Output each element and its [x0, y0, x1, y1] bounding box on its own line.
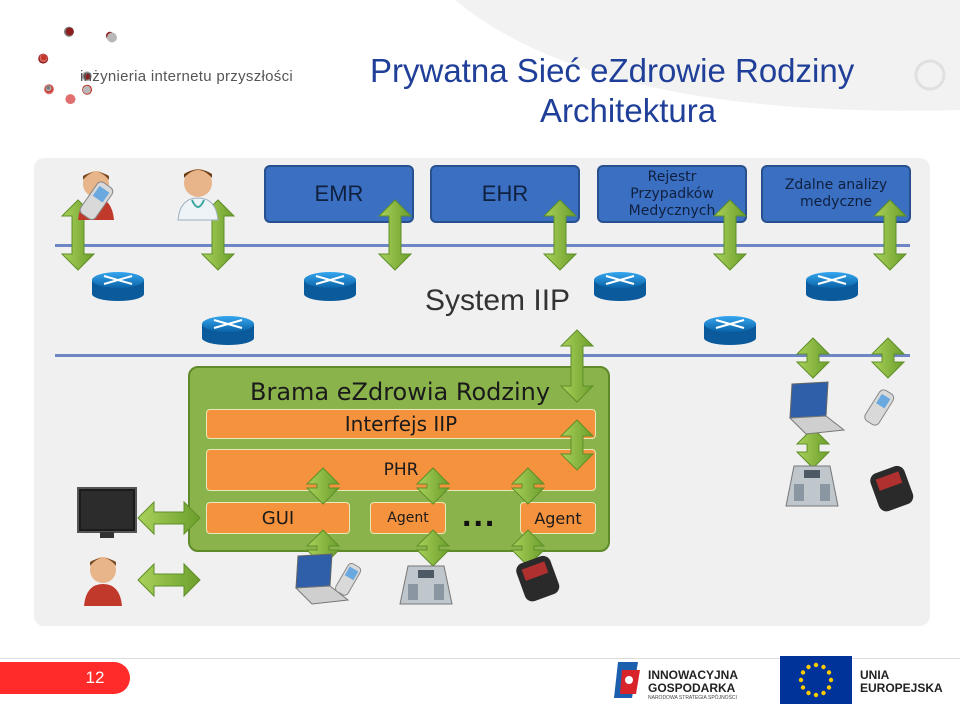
connection-arrow [795, 337, 831, 379]
user-icon [84, 557, 122, 606]
vertical-arrows [60, 199, 908, 567]
mobile-phone-icon [79, 181, 114, 220]
connection-arrow [712, 199, 748, 271]
connection-arrow [510, 467, 546, 505]
horizontal-arrows [137, 500, 201, 598]
laptop-icon-right [788, 381, 846, 435]
router-icon [594, 272, 646, 301]
router-icon [304, 272, 356, 301]
iip-interface-bar: Interfejs IIP [206, 409, 596, 439]
connection-arrow [795, 427, 831, 469]
tv-icon [77, 487, 137, 538]
gui-label: GUI [261, 507, 295, 529]
registry-label-2: Przypadków [630, 185, 714, 202]
innov-line-1: INNOWACYJNA [648, 668, 739, 682]
registry-label-3: Medycznych [628, 202, 716, 219]
innov-line-2: GOSPODARKA [648, 681, 736, 695]
connection-arrow [137, 562, 201, 598]
page-title: Prywatna Sieć eZdrowie Rodziny [370, 52, 855, 89]
connection-arrow [415, 529, 451, 567]
eu-line-1: UNIA [860, 668, 890, 682]
pulse-oximeter-icon [516, 555, 560, 602]
laptop-icon [294, 553, 350, 605]
registry-label-1: Rejestr [647, 168, 697, 185]
mobile-phone-icon-right [864, 389, 895, 426]
innov-line-3: NARODOWA STRATEGIA SPÓJNOŚCI [648, 695, 737, 701]
agent-label-2: Agent [534, 508, 582, 528]
footer-divider [0, 658, 960, 659]
agent-bar-1: Agent [370, 502, 446, 534]
connection-arrow [870, 337, 906, 379]
analytics-label-1: Zdalne analizy [784, 177, 888, 193]
router-icon [704, 316, 756, 345]
body-scale-icon-right [785, 465, 839, 507]
ellipsis: ... [462, 496, 497, 534]
ehr-label: EHR [481, 181, 529, 206]
connection-arrow [305, 467, 341, 505]
logo-dots-icon [38, 26, 117, 105]
gui-bar: GUI [206, 502, 350, 534]
innovation-flag-icon [614, 662, 640, 698]
connection-arrow [559, 419, 595, 471]
network-line-top [55, 244, 910, 247]
emr-label: EMR [314, 181, 364, 206]
page-number: 12 [60, 662, 130, 694]
emr-box: EMR [264, 165, 414, 223]
routers [92, 272, 858, 345]
page-badge-bar [0, 662, 60, 694]
connection-arrow [137, 500, 201, 536]
gateway-title: Brama eZdrowia Rodziny [250, 378, 551, 406]
network-line-bottom [55, 354, 910, 357]
router-icon [202, 316, 254, 345]
pulse-oximeter-icon-right [870, 465, 914, 512]
doctor-icon [177, 169, 219, 221]
connection-arrow [559, 329, 595, 403]
router-icon [806, 272, 858, 301]
page-subtitle: Architektura [540, 92, 717, 129]
connection-arrow [415, 467, 451, 505]
connection-arrow [872, 199, 908, 271]
registry-box: Rejestr Przypadków Medycznych [597, 165, 747, 223]
phr-label: PHR [383, 460, 419, 480]
router-icon [92, 272, 144, 301]
eu-line-2: EUROPEJSKA [860, 681, 943, 695]
analytics-label-2: medyczne [800, 194, 872, 210]
iip-interface-label: Interfejs IIP [344, 412, 458, 436]
logo-text: inżynieria internetu przyszłości [80, 68, 294, 85]
agent-label-1: Agent [387, 510, 429, 526]
connection-arrow [542, 199, 578, 271]
agent-bar-2: Agent [520, 502, 596, 534]
eu-flag-icon [780, 656, 852, 704]
network-label: System IIP [425, 284, 571, 317]
connection-arrow [377, 199, 413, 271]
body-scale-icon [399, 565, 453, 605]
mobile-phone-icon-2 [334, 562, 362, 596]
